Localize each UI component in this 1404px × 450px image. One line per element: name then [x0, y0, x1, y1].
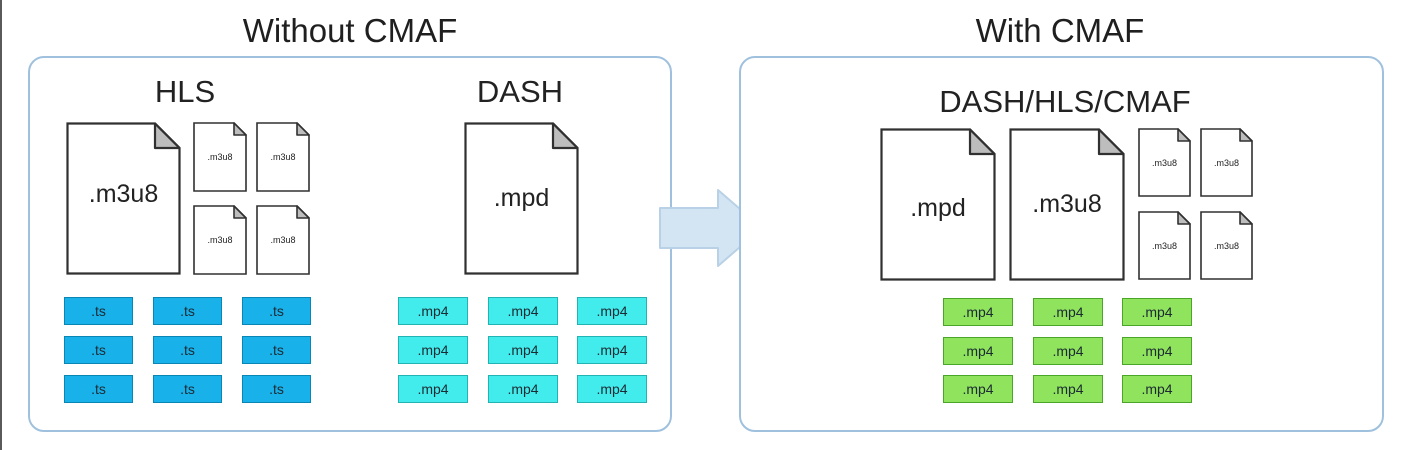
cmaf-variant-playlist-file-icon: .m3u8 — [1138, 128, 1191, 197]
left-edge-line — [0, 0, 2, 450]
dash-mp4-segment: .mp4 — [488, 336, 558, 364]
cmaf-m3u8-master-label: .m3u8 — [1032, 190, 1102, 218]
cmaf-variant-playlist-file-icon: .m3u8 — [1200, 128, 1253, 197]
without-cmaf-title: Without CMAF — [242, 12, 458, 49]
dash-mp4-segment: .mp4 — [398, 336, 468, 364]
cmaf-mp4-segment: .mp4 — [1122, 375, 1192, 403]
hls-variant-playlist-file-icon: .m3u8 — [256, 205, 310, 275]
cmaf-mp4-segment: .mp4 — [1033, 375, 1103, 403]
ts-segment: .ts — [242, 297, 311, 325]
cmaf-mpd-label: .mpd — [910, 194, 966, 222]
hls-variant-label: .m3u8 — [207, 152, 233, 162]
cmaf-variant-playlist-file-icon: .m3u8 — [1138, 211, 1191, 280]
dash-mp4-segment: .mp4 — [577, 375, 647, 403]
dash-mp4-segment: .mp4 — [398, 297, 468, 325]
cmaf-variant-label: .m3u8 — [1213, 241, 1239, 251]
hls-heading: HLS — [154, 74, 216, 109]
cmaf-heading: DASH/HLS/CMAF — [939, 84, 1191, 119]
hls-variant-playlist-file-icon: .m3u8 — [256, 122, 310, 192]
cmaf-mp4-segment: .mp4 — [1033, 298, 1103, 326]
cmaf-variant-playlist-file-icon: .m3u8 — [1200, 211, 1253, 280]
ts-segment: .ts — [64, 375, 133, 403]
cmaf-m3u8-master-file-icon: .m3u8 — [1009, 128, 1125, 281]
cmaf-mp4-segment: .mp4 — [943, 375, 1013, 403]
dash-heading: DASH — [476, 74, 564, 109]
hls-master-playlist-label: .m3u8 — [88, 180, 159, 208]
dash-mp4-segment: .mp4 — [577, 336, 647, 364]
hls-variant-label: .m3u8 — [207, 235, 233, 245]
ts-segment: .ts — [242, 336, 311, 364]
ts-segment: .ts — [64, 297, 133, 325]
dash-mp4-segment: .mp4 — [577, 297, 647, 325]
cmaf-mp4-segment: .mp4 — [1122, 298, 1192, 326]
cmaf-mp4-segment: .mp4 — [1122, 337, 1192, 365]
cmaf-mp4-segment: .mp4 — [1033, 337, 1103, 365]
dash-manifest-file-icon: .mpd — [464, 122, 579, 275]
ts-segment: .ts — [153, 297, 222, 325]
cmaf-mp4-segment: .mp4 — [943, 337, 1013, 365]
cmaf-variant-label: .m3u8 — [1213, 158, 1239, 168]
cmaf-variant-label: .m3u8 — [1151, 158, 1177, 168]
dash-mp4-segment: .mp4 — [488, 297, 558, 325]
dash-manifest-label: .mpd — [493, 184, 550, 212]
dash-mp4-segment: .mp4 — [398, 375, 468, 403]
hls-variant-label: .m3u8 — [270, 235, 296, 245]
dash-mp4-segment: .mp4 — [488, 375, 558, 403]
ts-segment: .ts — [153, 336, 222, 364]
with-cmaf-title: With CMAF — [975, 12, 1145, 49]
cmaf-variant-label: .m3u8 — [1151, 241, 1177, 251]
ts-segment: .ts — [242, 375, 311, 403]
hls-master-playlist-file-icon: .m3u8 — [66, 122, 181, 275]
cmaf-mpd-file-icon: .mpd — [880, 128, 996, 281]
cmaf-mp4-segment: .mp4 — [943, 298, 1013, 326]
hls-variant-label: .m3u8 — [270, 152, 296, 162]
hls-variant-playlist-file-icon: .m3u8 — [193, 205, 247, 275]
ts-segment: .ts — [153, 375, 222, 403]
hls-variant-playlist-file-icon: .m3u8 — [193, 122, 247, 192]
ts-segment: .ts — [64, 336, 133, 364]
